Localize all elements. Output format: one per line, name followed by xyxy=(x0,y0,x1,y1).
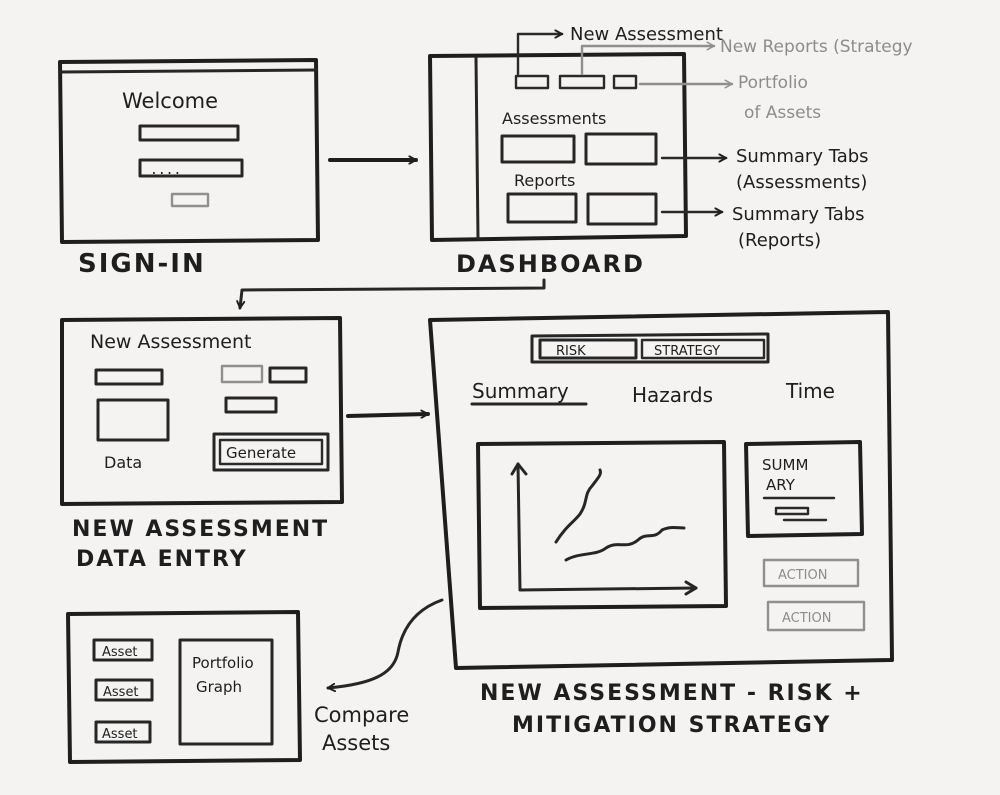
summary-card xyxy=(744,440,864,538)
action-button-1[interactable] xyxy=(762,558,860,588)
data-upload-box[interactable] xyxy=(96,398,170,442)
compare-caption-line2: Assets xyxy=(322,731,390,755)
subtab-summary[interactable]: Summary xyxy=(472,379,569,403)
arrow-new-assessment xyxy=(516,34,562,76)
risk-screen: RISK STRATEGY Summary Hazards Time SUMM … xyxy=(428,310,894,670)
action-button-2[interactable] xyxy=(766,600,866,632)
action-button-1-label: ACTION xyxy=(778,568,827,583)
data-entry-caption-line1: NEW ASSESSMENT xyxy=(72,517,329,542)
risk-caption-line2: MITIGATION STRATEGY xyxy=(512,713,831,738)
arrow-dashboard-to-data-entry xyxy=(240,278,546,308)
tab-risk[interactable] xyxy=(538,338,638,360)
tab-risk-label: RISK xyxy=(556,344,586,359)
asset-item-3-label: Asset xyxy=(102,727,138,742)
welcome-heading: Welcome xyxy=(122,89,218,113)
compare-caption-line1: Compare xyxy=(314,703,409,727)
arrow-new-reports xyxy=(580,46,714,76)
arrow-risk-to-compare xyxy=(328,598,444,688)
tab-strategy[interactable] xyxy=(640,338,766,360)
asset-item-3[interactable] xyxy=(94,720,152,744)
chart-axes xyxy=(516,462,698,592)
subtab-time[interactable]: Time xyxy=(785,379,835,403)
generate-label: Generate xyxy=(226,444,296,462)
annotation-summary-reports-line1: Summary Tabs xyxy=(732,204,865,225)
asset-item-1-label: Asset xyxy=(102,645,138,660)
signin-caption: SIGN-IN xyxy=(78,249,206,279)
annotation-new-assessment: New Assessment xyxy=(570,24,723,45)
annotation-summary-assessments-line2: (Assessments) xyxy=(736,172,867,193)
action-button-2-label: ACTION xyxy=(782,611,831,626)
report-card-2[interactable] xyxy=(586,192,658,226)
annotation-summary-reports-line2: (Reports) xyxy=(738,230,821,251)
risk-strategy-tabbar xyxy=(530,332,770,364)
summary-text-bar-1 xyxy=(774,506,810,516)
chart-y-axis-arrowhead xyxy=(510,462,528,476)
summary-card-line1: SUMM xyxy=(762,456,808,474)
dashboard-reports-label: Reports xyxy=(514,171,575,190)
dashboard-screen: Assessments Reports xyxy=(428,52,688,242)
subtab-hazards[interactable]: Hazards xyxy=(632,383,713,407)
data-entry-title: New Assessment xyxy=(90,331,251,353)
portfolio-graph-line1: Portfolio xyxy=(192,654,254,672)
asset-item-2[interactable] xyxy=(94,678,154,702)
assessment-card-1[interactable] xyxy=(500,134,576,164)
assessment-card-2[interactable] xyxy=(584,132,658,166)
report-card-1[interactable] xyxy=(506,192,578,224)
dashboard-nav-new-reports[interactable] xyxy=(558,74,606,90)
annotation-portfolio-line1: Portfolio xyxy=(738,73,808,93)
signin-button[interactable] xyxy=(170,192,210,208)
dashboard-assessments-label: Assessments xyxy=(502,109,606,128)
annotation-summary-assessments-line1: Summary Tabs xyxy=(736,146,869,167)
dashboard-nav-new-assessment[interactable] xyxy=(514,74,550,90)
asset-item-1[interactable] xyxy=(92,638,154,662)
data-entry-field-3[interactable] xyxy=(268,366,308,384)
password-dots: .... xyxy=(150,163,181,178)
tab-strategy-label: STRATEGY xyxy=(654,344,720,359)
data-entry-field-4[interactable] xyxy=(224,396,278,414)
dashboard-nav-portfolio[interactable] xyxy=(612,74,638,90)
annotation-new-reports: New Reports (Strategy xyxy=(720,37,913,57)
chart-series-line-1 xyxy=(554,468,602,544)
chart-x-axis-arrowhead xyxy=(684,580,698,596)
generate-button[interactable] xyxy=(212,432,330,472)
dashboard-caption: DASHBOARD xyxy=(456,250,645,278)
arrow-data-entry-to-risk xyxy=(346,414,430,416)
data-entry-field-2[interactable] xyxy=(220,364,264,384)
risk-caption-line1: NEW ASSESSMENT - RISK + xyxy=(480,681,864,706)
asset-item-2-label: Asset xyxy=(103,685,139,700)
risk-chart-panel xyxy=(476,440,728,610)
data-entry-caption-line2: DATA ENTRY xyxy=(76,547,248,572)
annotation-portfolio-line2: of Assets xyxy=(744,103,821,123)
portfolio-screen: Asset Asset Asset Portfolio Graph xyxy=(66,610,302,764)
data-entry-field-1[interactable] xyxy=(94,368,164,386)
portfolio-graph-panel xyxy=(178,638,274,746)
summary-card-line2: ARY xyxy=(766,476,796,494)
username-field[interactable] xyxy=(138,124,240,142)
password-field[interactable] xyxy=(138,158,244,178)
signin-screen: Welcome .... xyxy=(58,58,320,244)
data-entry-screen: New Assessment Data Generate xyxy=(60,316,344,506)
portfolio-graph-line2: Graph xyxy=(196,678,242,696)
dashboard-sidebar xyxy=(474,56,480,240)
chart-series-line-2 xyxy=(564,526,686,562)
data-label: Data xyxy=(104,453,142,472)
